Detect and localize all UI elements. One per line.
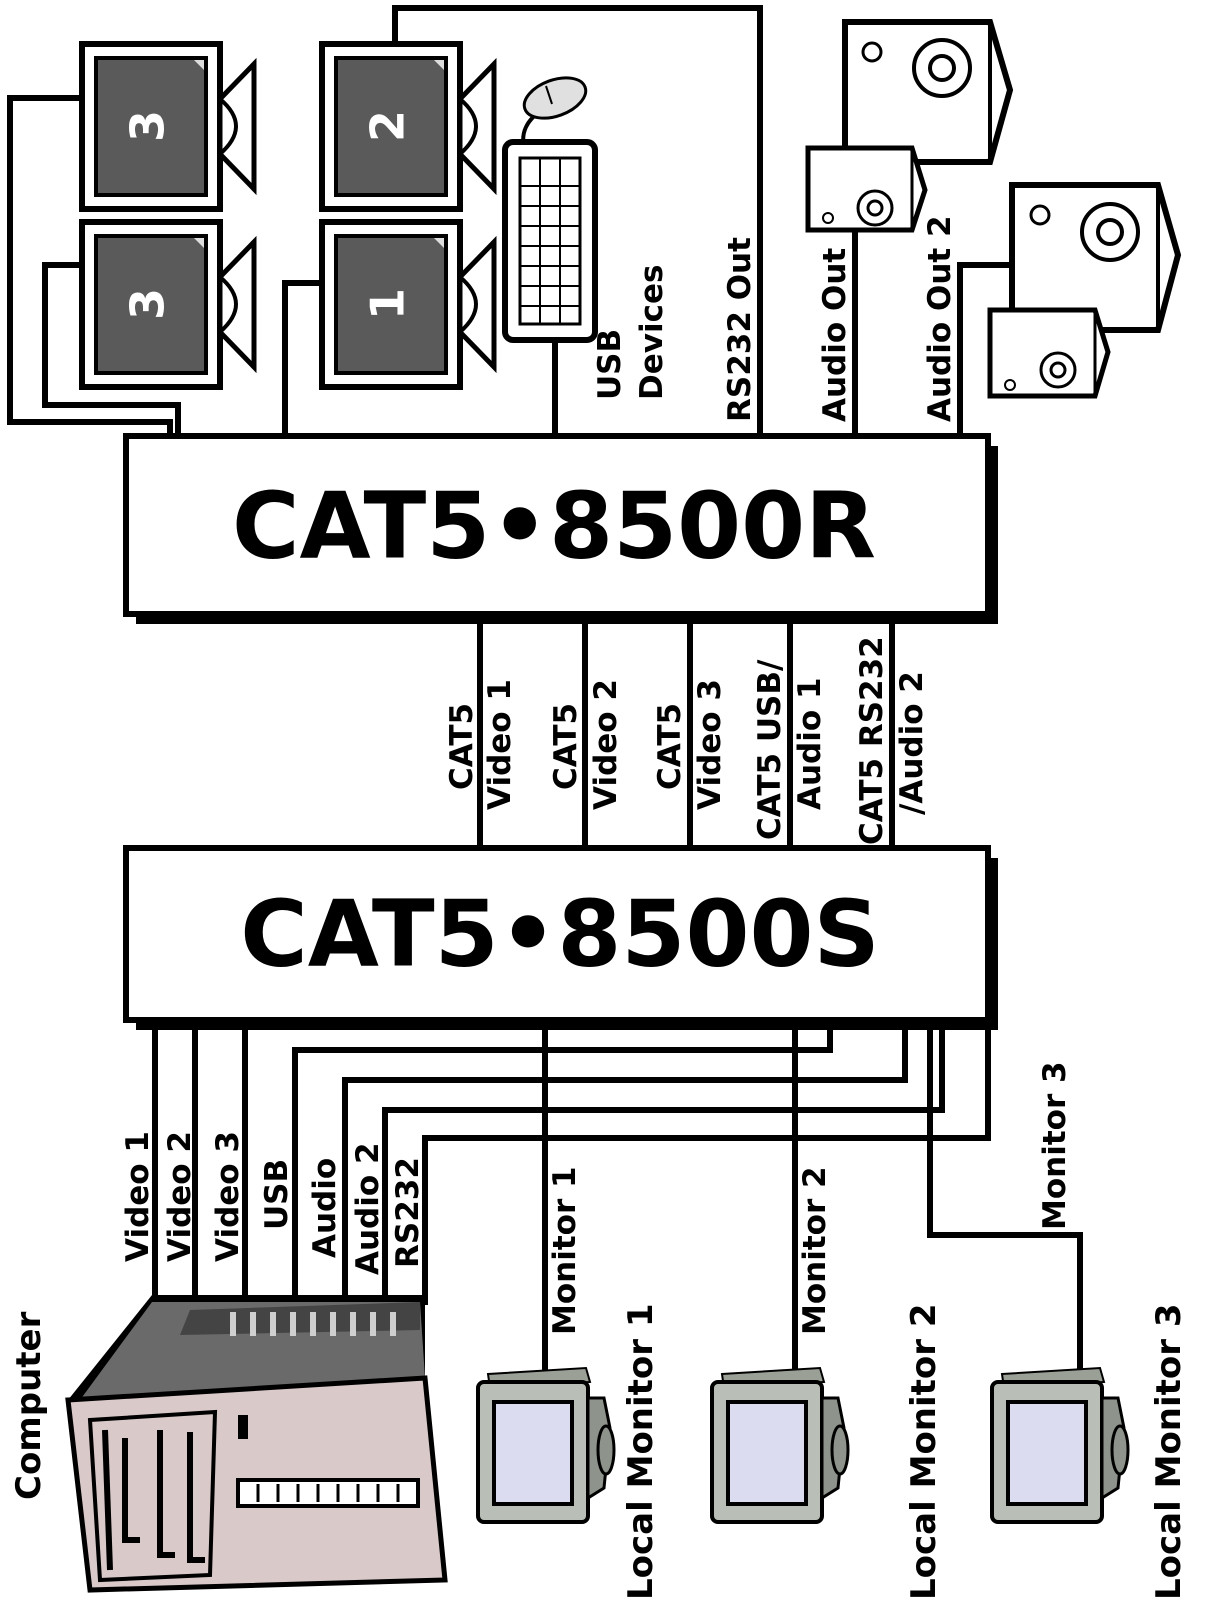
- speaker-pair-2: [987, 182, 1182, 399]
- remote-monitor-2: 2: [319, 41, 497, 212]
- cat5-rs232-label-a: CAT5 RS232: [854, 636, 890, 845]
- remote-monitor-3b-number: 3: [121, 288, 175, 320]
- usb-devices-label-1: USB: [592, 329, 628, 400]
- cat5-rs232-label-b: /Audio 2: [894, 671, 930, 815]
- remote-monitor-1-number: 1: [361, 288, 415, 320]
- audio-out-2-label: Audio Out 2: [922, 215, 958, 422]
- local-monitor-1-icon: [476, 1366, 616, 1524]
- cat5-video2-label-a: CAT5: [548, 703, 584, 790]
- computer-conn-video3: Video 3: [210, 1131, 246, 1262]
- mouse-icon: [522, 76, 588, 120]
- monitor-conn-2: Monitor 2: [797, 1166, 833, 1335]
- rs232-out-label: RS232 Out: [722, 237, 758, 422]
- computer-icon: [65, 1295, 448, 1593]
- monitor-conn-1: Monitor 1: [547, 1166, 583, 1335]
- local-wires: [152, 1018, 1083, 1375]
- computer-conn-rs232: RS232: [390, 1157, 426, 1268]
- receiver-unit-title: CAT5•8500R: [232, 472, 876, 579]
- local-monitor-3-label: Local Monitor 3: [1149, 1303, 1189, 1600]
- keyboard-icon: [502, 139, 598, 343]
- cat5-usb-label-b: Audio 1: [792, 677, 828, 810]
- local-monitor-2-icon: [710, 1366, 850, 1524]
- speaker-pair-1: [805, 19, 1014, 233]
- remote-monitor-1: 1: [319, 219, 497, 390]
- sender-unit-title: CAT5•8500S: [240, 880, 879, 987]
- remote-monitor-3b: 3: [79, 219, 257, 390]
- audio-out-label: Audio Out: [817, 248, 853, 422]
- computer-label: Computer: [9, 1311, 49, 1500]
- computer-conn-usb: USB: [259, 1159, 295, 1230]
- remote-monitor-2-number: 2: [361, 110, 415, 142]
- local-monitor-2-label: Local Monitor 2: [904, 1303, 944, 1600]
- cat5-video1-label-b: Video 1: [482, 679, 518, 810]
- computer-conn-video1: Video 1: [120, 1131, 156, 1262]
- usb-devices-label-2: Devices: [634, 265, 670, 400]
- cat5-video1-label-a: CAT5: [444, 703, 480, 790]
- remote-monitor-3a-number: 3: [121, 110, 175, 142]
- computer-conn-audio: Audio: [307, 1158, 343, 1258]
- cat5-video2-label-b: Video 2: [588, 679, 624, 810]
- monitor-conn-3: Monitor 3: [1037, 1061, 1073, 1230]
- cat5-video3-label-a: CAT5: [652, 703, 688, 790]
- receiver-unit: CAT5•8500R: [123, 433, 998, 624]
- local-monitor-3-icon: [990, 1366, 1130, 1524]
- sender-unit: CAT5•8500S: [123, 845, 998, 1030]
- local-monitor-1-label: Local Monitor 1: [621, 1303, 661, 1600]
- cat5-link-wires: [477, 622, 895, 848]
- computer-conn-audio2: Audio 2: [350, 1142, 386, 1275]
- cat5-video3-label-b: Video 3: [692, 679, 728, 810]
- cat5-usb-label-a: CAT5 USB/: [752, 659, 788, 840]
- remote-monitor-3a: 3: [79, 41, 257, 212]
- computer-conn-video2: Video 2: [162, 1131, 198, 1262]
